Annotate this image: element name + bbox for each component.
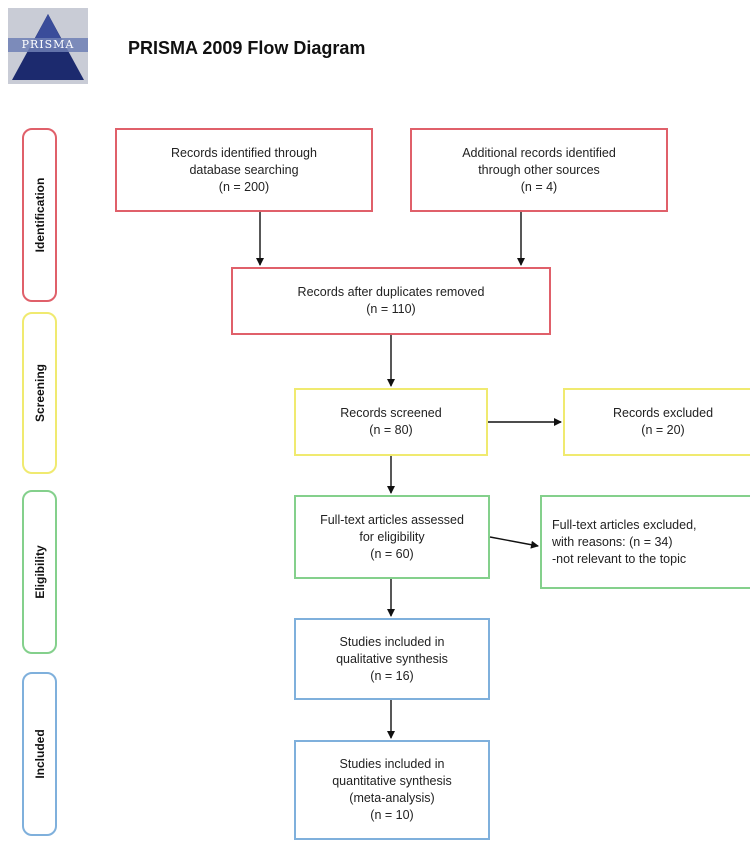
box-qualitative-synthesis: Studies included in qualitative synthesi…: [294, 618, 490, 700]
box-fulltext-line2: for eligibility: [359, 529, 425, 544]
box-records-excluded: Records excluded (n = 20): [563, 388, 750, 456]
box-other-line1: Additional records identified: [462, 145, 616, 160]
box-database-records: Records identified through database sear…: [115, 128, 373, 212]
box-records-screened: Records screened (n = 80): [294, 388, 488, 456]
box-quantitative-count: (n = 10): [370, 808, 414, 822]
box-screened-count: (n = 80): [369, 423, 413, 437]
box-qualitative-line1: Studies included in: [339, 634, 445, 649]
logo-text: PRISMA: [21, 38, 75, 51]
box-database-line2: database searching: [189, 162, 299, 177]
box-other-records: Additional records identified through ot…: [410, 128, 668, 212]
box-fulltext-excluded-line1: Full-text articles excluded,: [552, 517, 697, 532]
prisma-logo-icon: PRISMA: [8, 8, 88, 84]
box-fulltext-assessed: Full-text articles assessed for eligibil…: [294, 495, 490, 579]
box-quantitative-line3: (meta-analysis): [349, 791, 435, 805]
box-screened-line1: Records screened: [340, 406, 442, 420]
box-fulltext-count: (n = 60): [370, 546, 414, 561]
box-fulltext-excluded-line2: with reasons: (n = 34): [552, 534, 673, 549]
box-fulltext-excluded: Full-text articles excluded, with reason…: [540, 495, 750, 589]
phase-screening: Screening: [22, 312, 57, 474]
box-fulltext-line1: Full-text articles assessed: [320, 512, 464, 527]
box-duplicates-count: (n = 110): [366, 302, 416, 316]
box-database-count: (n = 200): [218, 179, 270, 194]
box-qualitative-line2: qualitative synthesis: [336, 651, 448, 666]
box-quantitative-synthesis: Studies included in quantitative synthes…: [294, 740, 490, 840]
page-title: PRISMA 2009 Flow Diagram: [128, 38, 366, 58]
box-duplicates-line1: Records after duplicates removed: [297, 285, 485, 299]
arrow-fulltext-to-excluded: [489, 536, 539, 549]
phase-eligibility: Eligibility: [22, 490, 57, 654]
box-database-line1: Records identified through: [171, 145, 317, 160]
box-fulltext-excluded-line3: -not relevant to the topic: [552, 551, 687, 566]
box-quantitative-line1: Studies included in: [339, 757, 445, 771]
phase-included: Included: [22, 672, 57, 836]
box-excluded-line1: Records excluded: [612, 406, 714, 420]
box-duplicates-removed: Records after duplicates removed (n = 11…: [231, 267, 551, 335]
box-other-count: (n = 4): [520, 179, 558, 194]
box-qualitative-count: (n = 16): [370, 668, 414, 683]
box-other-line2: through other sources: [478, 162, 600, 177]
box-excluded-count: (n = 20): [641, 423, 685, 437]
phase-identification: Identification: [22, 128, 57, 302]
box-quantitative-line2: quantitative synthesis: [332, 774, 452, 788]
